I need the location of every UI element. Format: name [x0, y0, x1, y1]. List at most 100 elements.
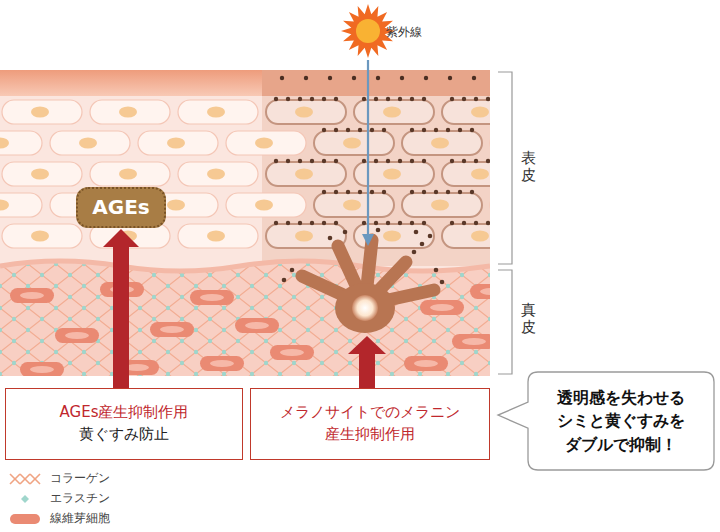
epidermal-cells	[0, 76, 490, 248]
melanin-dot	[398, 159, 402, 163]
fibroblast	[404, 356, 448, 371]
melanin-dot	[358, 128, 362, 132]
epidermal-cell	[178, 100, 258, 124]
fibroblast-core	[280, 349, 304, 356]
melanin-dot	[422, 97, 426, 101]
melanin-dot	[286, 159, 290, 163]
layer-label: 表皮	[521, 150, 536, 183]
epidermal-cell	[2, 100, 82, 124]
melanin-dot	[410, 97, 414, 101]
fibroblast	[470, 284, 490, 299]
ages-badge: AGEs	[76, 187, 166, 228]
cell-nucleus	[79, 138, 97, 149]
melanin-dot	[310, 221, 314, 225]
epidermal-cell	[226, 131, 306, 155]
fibroblast-core	[462, 338, 486, 345]
melanin-dot	[362, 97, 366, 101]
legend-swatch	[8, 472, 42, 486]
melanin-dot	[374, 159, 378, 163]
epidermis-ground	[0, 70, 490, 376]
collagen-lattice	[0, 261, 490, 376]
melanin-dot	[474, 159, 478, 163]
legend-text: コラーゲン	[50, 470, 110, 487]
cell-nucleus	[431, 200, 449, 211]
fibroblast	[190, 290, 234, 305]
epidermal-cell	[226, 193, 306, 217]
fibroblast	[55, 328, 99, 343]
melanin-dot	[470, 190, 474, 194]
skin-section	[0, 70, 490, 376]
melanin-dot	[474, 221, 478, 225]
melanin-dot	[450, 97, 454, 101]
cell-nucleus	[383, 231, 401, 242]
melanin-dot	[422, 128, 426, 132]
fibroblast-core	[30, 366, 54, 373]
melanin-dot	[280, 76, 284, 80]
legend-swatch	[8, 492, 42, 506]
melanin-dot	[386, 221, 390, 225]
cell-nucleus	[383, 169, 401, 180]
cell-nucleus	[295, 169, 313, 180]
cell-nucleus	[295, 107, 313, 118]
cell-nucleus	[167, 138, 185, 149]
melanin-dot	[334, 221, 338, 225]
melanin-dot	[374, 97, 378, 101]
epidermal-cell	[90, 100, 170, 124]
melanin-dot	[298, 97, 302, 101]
cell-nucleus	[31, 231, 49, 242]
cell-nucleus	[0, 200, 9, 211]
melanin-dot	[462, 159, 466, 163]
fibroblast	[420, 300, 464, 315]
fibroblast-core	[20, 292, 44, 299]
epidermal-cell	[354, 162, 434, 186]
fibroblast-core	[414, 360, 438, 367]
melanin-dot	[450, 221, 454, 225]
node-title: AGEs産生抑制作用	[60, 402, 189, 424]
melanin-dot	[486, 97, 490, 101]
melanin-dot	[304, 76, 308, 80]
epidermal-cell	[2, 162, 82, 186]
melanin-dot	[298, 221, 302, 225]
melanin-dot	[382, 190, 386, 194]
epidermal-cell	[314, 193, 394, 217]
melanin-dot	[376, 76, 380, 80]
dermis-ground	[0, 261, 490, 376]
callout-bubble: 透明感を失わせる シミと黄ぐすみを ダブルで抑制！	[528, 372, 714, 470]
melanin-dot	[470, 128, 474, 132]
melanin-dot	[422, 159, 426, 163]
melanin-dot	[400, 76, 404, 80]
melanin-dot	[362, 221, 366, 225]
melanin-dot	[274, 159, 278, 163]
effect-box: メラノサイトでのメラニン 産生抑制作用	[250, 388, 490, 460]
epidermal-cell	[266, 100, 346, 124]
fibroblast-core	[210, 360, 234, 367]
epidermal-cell	[2, 224, 82, 248]
melanin-dot	[410, 190, 414, 194]
pigmented-corneum	[262, 70, 490, 96]
melanin-dot	[422, 190, 426, 194]
melanin-dot	[382, 128, 386, 132]
legend-row: 線維芽細胞	[8, 510, 110, 527]
melanin-dot	[322, 190, 326, 194]
fibroblast-core	[65, 332, 89, 339]
melanin-dot	[462, 221, 466, 225]
legend-row: コラーゲン	[8, 470, 110, 487]
layer-bracket	[498, 72, 512, 374]
layer-label: 真皮	[521, 302, 536, 335]
melanin-dot	[352, 76, 356, 80]
melanin-dot	[462, 97, 466, 101]
uv-arrow	[362, 60, 374, 246]
melanin-dot	[446, 128, 450, 132]
cell-nucleus	[167, 200, 185, 211]
fibroblast-core	[430, 304, 454, 311]
melanin-dot	[370, 190, 374, 194]
melanin-dot	[274, 221, 278, 225]
melanin-dot	[310, 97, 314, 101]
melanin-dot	[458, 128, 462, 132]
fibroblast	[20, 362, 64, 376]
melanin-dot	[334, 97, 338, 101]
fibroblast	[235, 318, 279, 333]
melanin-dot	[322, 159, 326, 163]
melanin-dot	[410, 128, 414, 132]
